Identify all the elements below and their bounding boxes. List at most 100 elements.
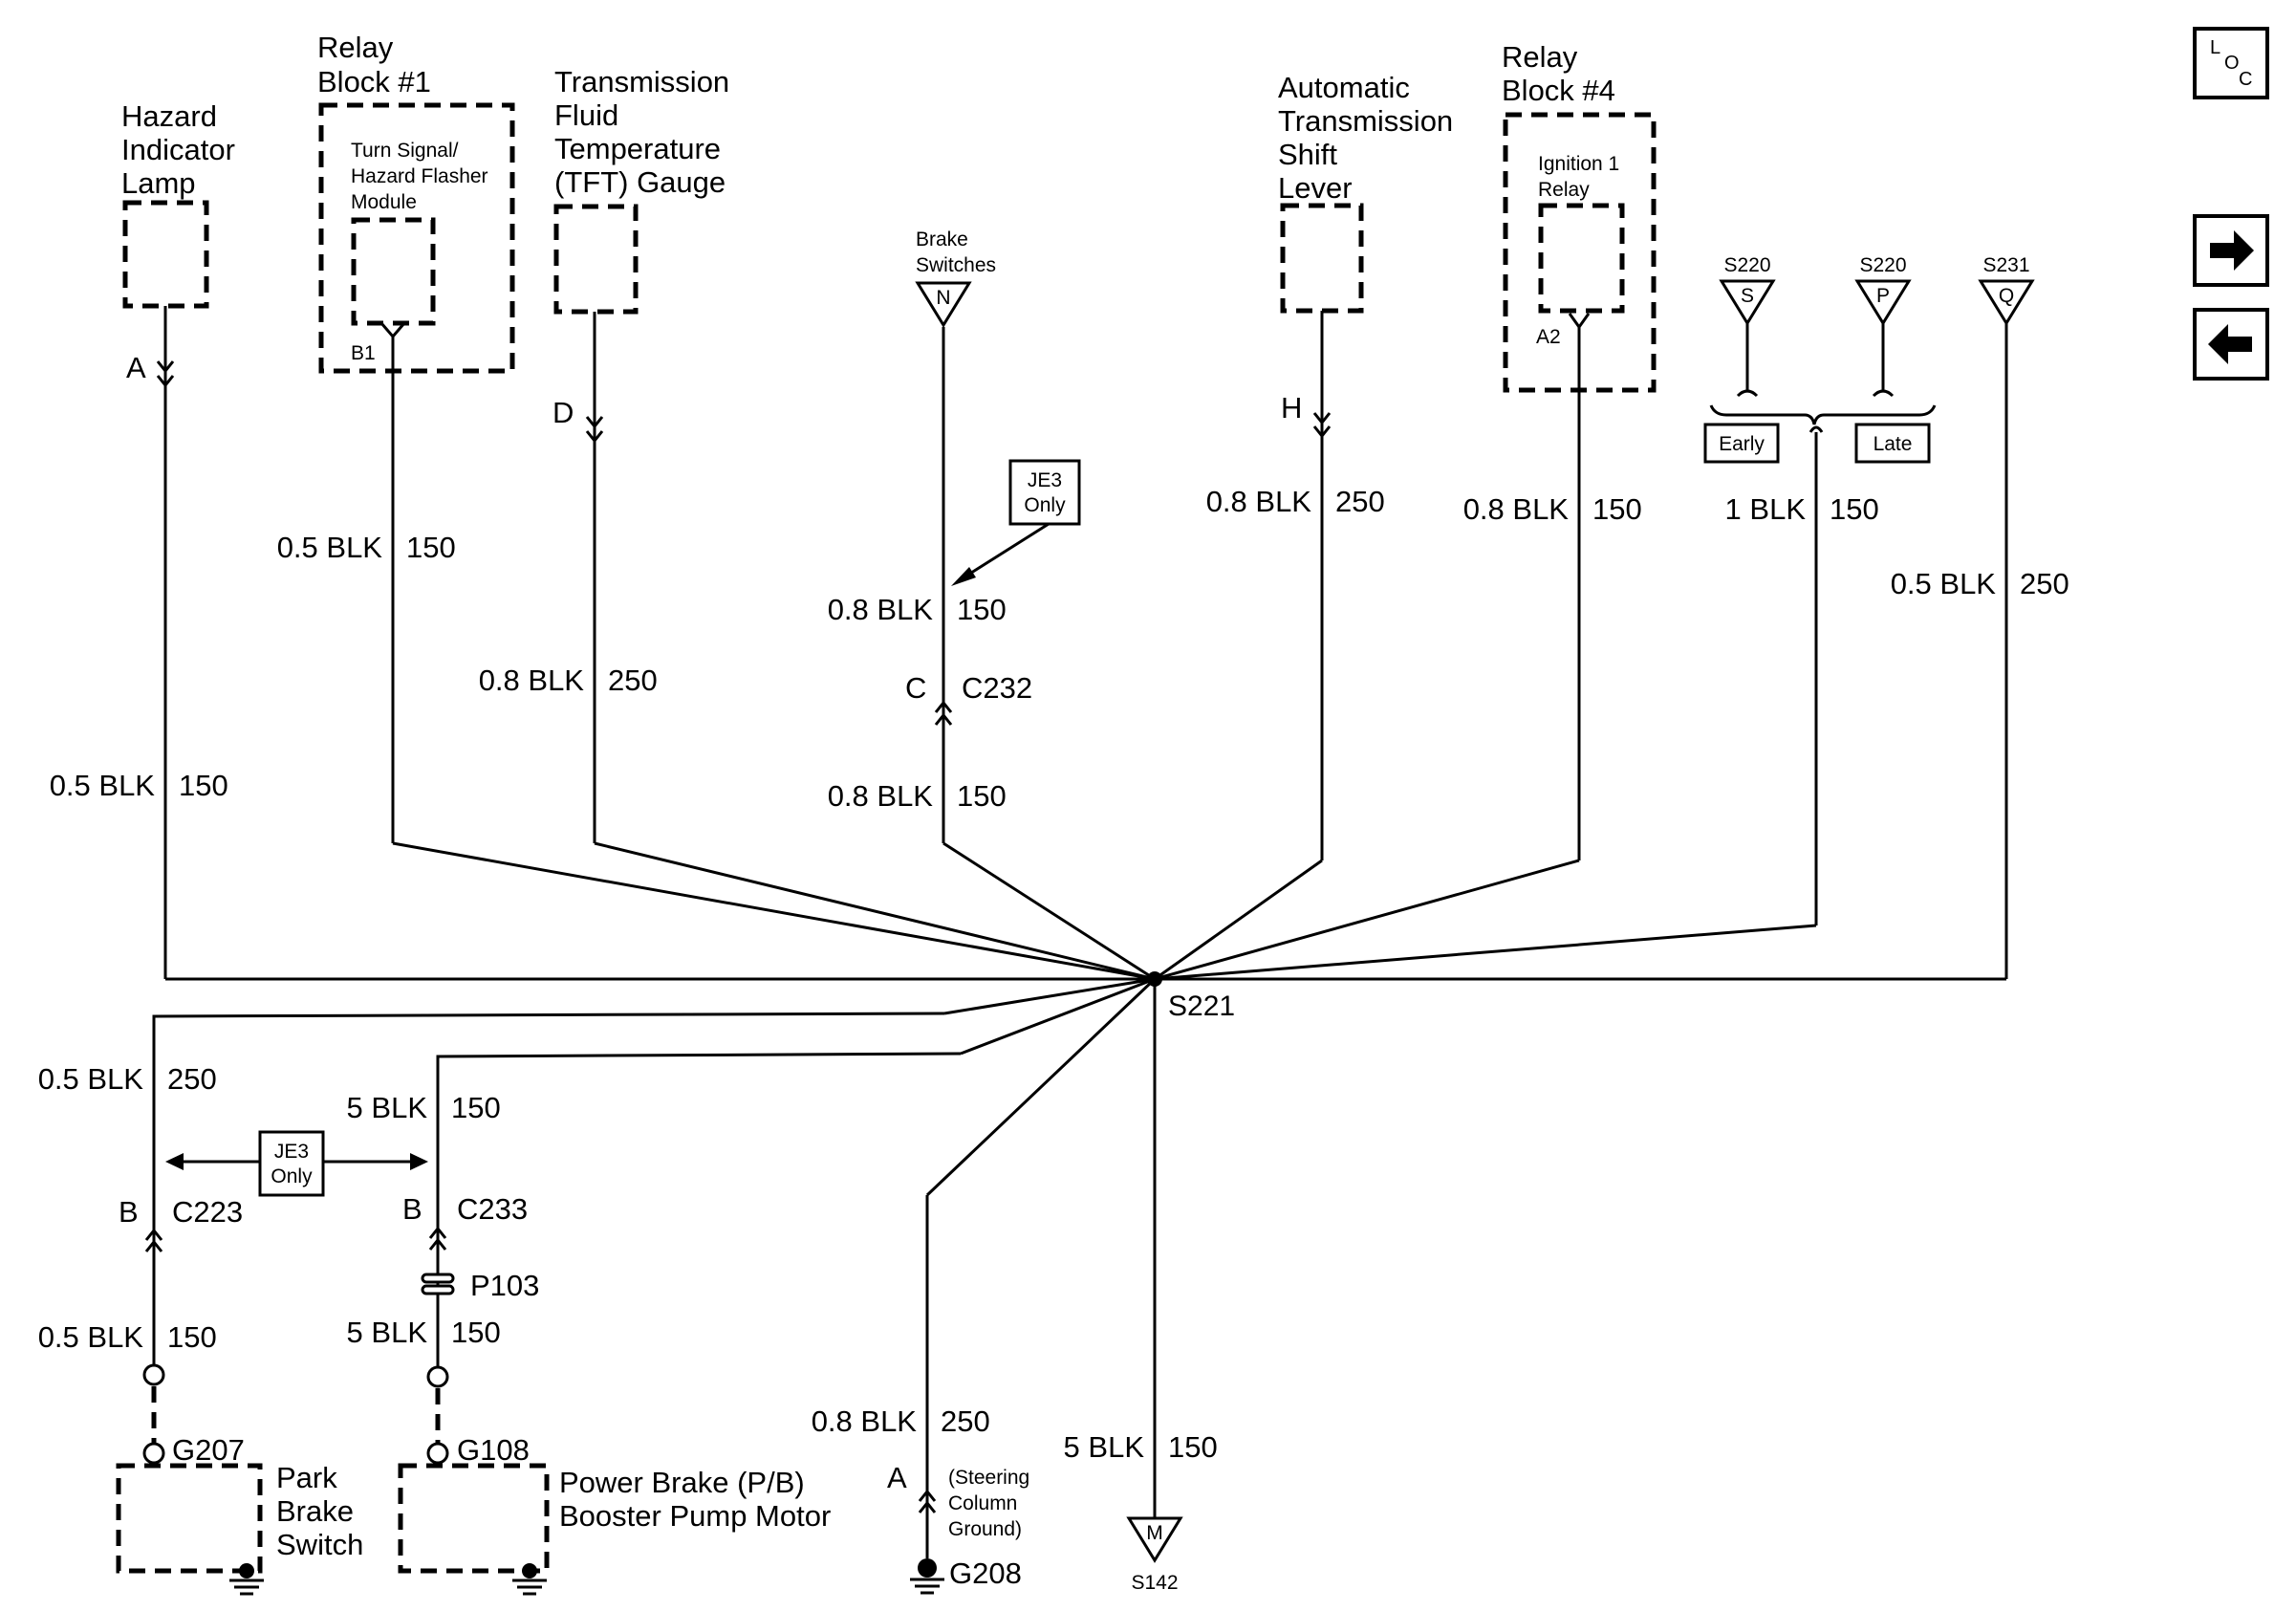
arrow-right-icon: [2210, 230, 2254, 271]
g207-eyelet-top: [142, 1363, 165, 1386]
wire-s142-circuit: 150: [1168, 1430, 1218, 1464]
connector-c232-chevron-1: [934, 700, 953, 713]
s220-s-id: S220: [1723, 254, 1770, 276]
wire-park-lower-size: 0.5 BLK: [38, 1320, 144, 1354]
g108-eyelet-top: [426, 1365, 449, 1388]
p103-pass-through-bottom: [421, 1284, 455, 1295]
g207-eyelet-bottom: [142, 1442, 165, 1465]
vertical-wires: [144, 306, 2008, 1558]
loc-letter-l: L: [2210, 37, 2220, 58]
connector-c232-chevron-2: [934, 712, 953, 726]
pin-labels: A D H C C232 B C223 B C233 P103 A (Steer…: [119, 351, 1302, 1540]
hazard-lamp-label-2: Indicator: [121, 133, 235, 166]
wire-brake-upper-circuit: 150: [957, 593, 1007, 626]
relay-block-4-label-1: Relay: [1502, 40, 1578, 74]
connector-hazard-chevron-2: [156, 375, 175, 388]
connector-p103: P103: [470, 1269, 539, 1302]
loc-letter-c: C: [2239, 69, 2252, 90]
loc-button[interactable]: L O C: [2193, 27, 2269, 99]
hazard-indicator-lamp: Hazard Indicator Lamp: [121, 99, 235, 309]
je3-top-arrow-line: [957, 522, 1050, 583]
wire-hazard-circuit: 150: [179, 769, 228, 802]
hazard-lamp-label-1: Hazard: [121, 99, 217, 133]
s231-letter: Q: [1999, 285, 2014, 307]
tft-label-1: Transmission: [554, 65, 729, 98]
prev-page-button[interactable]: [2193, 308, 2269, 381]
pin-steering: A: [887, 1461, 907, 1494]
wire-tft-circuit: 250: [608, 664, 658, 697]
shift-label-4: Lever: [1278, 171, 1353, 205]
next-page-button[interactable]: [2193, 214, 2269, 287]
connector-g208: G208: [949, 1557, 1022, 1590]
je3-top-line-1: JE3: [1028, 469, 1062, 491]
connector-ignition-pin-mark: [1568, 313, 1591, 330]
wire-ignition-size: 0.8 BLK: [1463, 492, 1570, 526]
connector-g108: G108: [457, 1433, 530, 1467]
park-brake-box: [116, 1463, 263, 1574]
brake-offpage-letter: N: [936, 287, 950, 309]
terminals: G207 G108 G208: [142, 1273, 1022, 1596]
connector-turn-pin-mark: [379, 322, 406, 339]
connector-c233-chevron-2: [428, 1237, 447, 1251]
je3-bottom-box: [258, 1130, 325, 1197]
wire-labels: 0.5 BLK 150 0.5 BLK 150 0.8 BLK 250 0.8 …: [38, 485, 2069, 1464]
ignition-relay-pin: A2: [1536, 326, 1561, 348]
wire-s231-circuit: 250: [2020, 567, 2069, 600]
loc-button-frame[interactable]: [2193, 27, 2269, 99]
brake-switches-label-2: Switches: [916, 254, 996, 276]
wire-shift-size: 0.8 BLK: [1206, 485, 1312, 518]
steering-label-2: Column: [948, 1492, 1017, 1514]
wire-pb-upper-size: 5 BLK: [347, 1091, 428, 1124]
park-brake-label-3: Switch: [276, 1528, 363, 1561]
s142-letter: M: [1146, 1522, 1163, 1544]
brake-switches-label-1: Brake: [916, 229, 968, 250]
tft-label-2: Fluid: [554, 98, 618, 132]
wire-hazard-size: 0.5 BLK: [50, 769, 156, 802]
late-box: [1854, 423, 1931, 464]
connector-c223-chevron-1: [144, 1228, 163, 1241]
steering-label-1: (Steering: [948, 1467, 1029, 1489]
wire-s142-size: 5 BLK: [1064, 1430, 1145, 1464]
splice-s221-dot: [1147, 971, 1162, 987]
shift-label-3: Shift: [1278, 138, 1337, 171]
wire-park-lower-circuit: 150: [167, 1320, 217, 1354]
hazard-lamp-label-3: Lamp: [121, 166, 196, 200]
connector-c223-chevron-2: [144, 1239, 163, 1252]
s231-id: S231: [1982, 254, 2029, 276]
wire-pb-upper-circuit: 150: [451, 1091, 501, 1124]
connector-steering-chevron-1: [918, 1489, 937, 1502]
relay-block-1-label-1: Relay: [317, 31, 394, 64]
wire-brake-upper-size: 0.8 BLK: [828, 593, 934, 626]
splice-s221-label: S221: [1168, 991, 1235, 1022]
je3-top-box: [1008, 459, 1081, 526]
relay-block-1-label-2: Block #1: [317, 65, 431, 98]
tft-gauge: Transmission Fluid Temperature (TFT) Gau…: [553, 65, 729, 315]
wire-s220-common-break: [1809, 425, 1824, 433]
je3-top-arrowhead: [951, 567, 976, 586]
wire-s220-size: 1 BLK: [1725, 492, 1807, 526]
tft-label-3: Temperature: [554, 132, 721, 165]
s231-triangle: [1978, 279, 2035, 326]
brace-early-late: [1709, 404, 1937, 425]
s142-triangle: [1126, 1516, 1183, 1563]
connector-tft-chevron-1: [585, 416, 604, 429]
s220-p-letter: P: [1876, 285, 1890, 307]
p103-pass-through-top: [421, 1273, 455, 1284]
park-brake-label-1: Park: [276, 1461, 337, 1494]
fan-tft: [594, 841, 1156, 981]
pin-c223: B: [119, 1195, 139, 1229]
pin-brake: C: [905, 671, 926, 705]
shift-lever: Automatic Transmission Shift Lever: [1278, 71, 1453, 314]
connector-steering-chevron-2: [918, 1500, 937, 1513]
wire-park-brake: [152, 1012, 945, 1365]
park-brake-switch: Park Brake Switch: [116, 1461, 363, 1574]
ground-icon-park: [229, 1563, 264, 1596]
wire-turn-size: 0.5 BLK: [277, 531, 383, 564]
je3-bottom-line-1: JE3: [274, 1141, 309, 1163]
turn-module-box: [351, 217, 436, 326]
wire-park-upper-size: 0.5 BLK: [38, 1062, 144, 1096]
wire-steering-size: 0.8 BLK: [812, 1404, 918, 1438]
relay-block-4-label-2: Block #4: [1502, 74, 1615, 107]
pin-hazard: A: [126, 351, 146, 384]
